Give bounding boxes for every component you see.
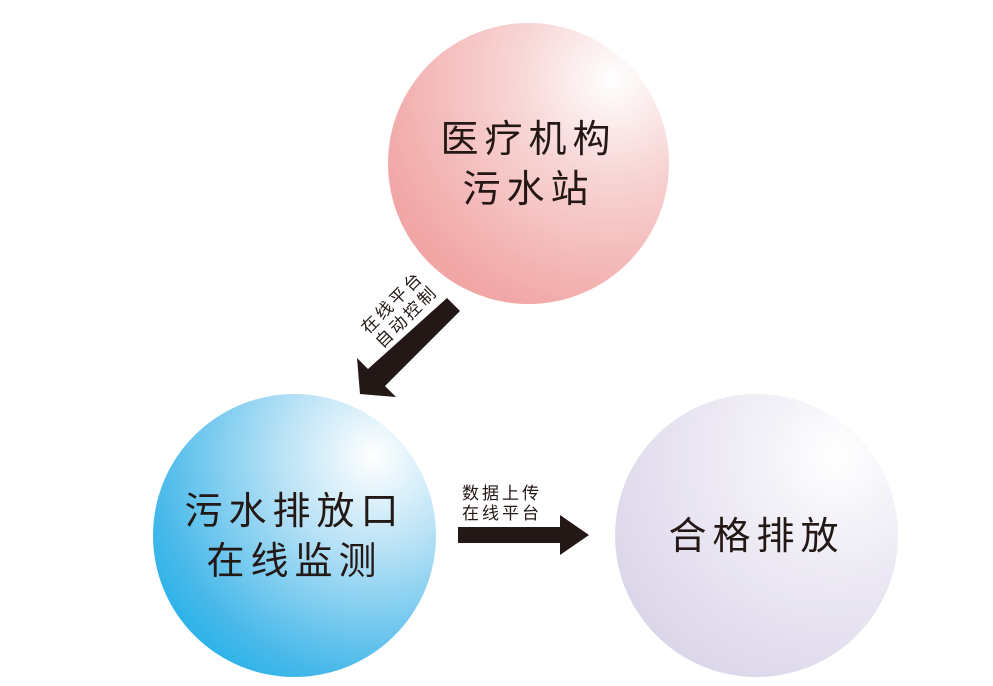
node-label: 在线监测 bbox=[206, 538, 383, 583]
edge-label-line: 数据上传 bbox=[462, 484, 542, 504]
arrow-upload bbox=[458, 515, 589, 555]
node-outlet-online-monitoring: 污水排放口 在线监测 bbox=[153, 394, 436, 677]
node-label: 医疗机构 bbox=[440, 116, 617, 161]
edge-label-line: 在线平台 bbox=[462, 504, 542, 524]
node-label: 污水站 bbox=[462, 166, 595, 211]
node-label: 污水排放口 bbox=[184, 488, 405, 533]
node-label: 合格排放 bbox=[668, 513, 845, 558]
arrow-control bbox=[357, 298, 460, 397]
node-medical-wastewater-station: 医疗机构 污水站 bbox=[388, 23, 669, 304]
edge-label-upload: 数据上传 在线平台 bbox=[462, 484, 572, 524]
node-compliant-discharge: 合格排放 bbox=[615, 394, 898, 677]
